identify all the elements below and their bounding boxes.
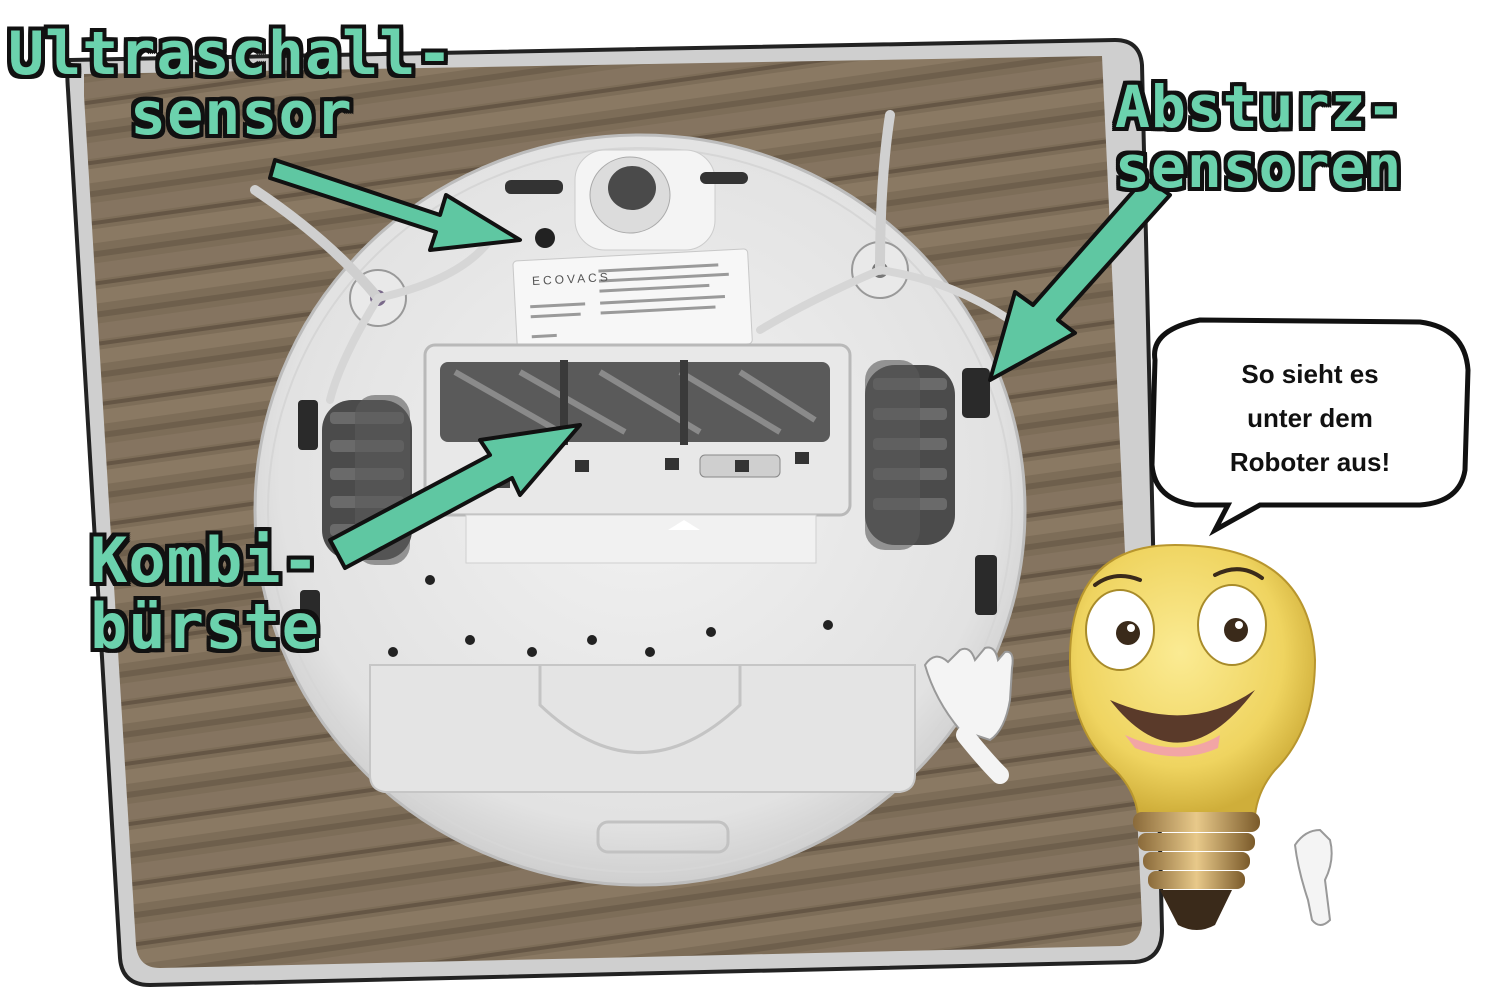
label-line: Kombi- [90, 524, 320, 597]
label-line: sensoren [1115, 133, 1403, 201]
speech-line: So sieht es [1241, 359, 1379, 389]
side-brush-right [756, 110, 1014, 334]
ultrasonic-sensor [535, 228, 555, 248]
label-cliff-sensors: Absturz- sensoren [1115, 78, 1402, 196]
speech-bubble-text: So sieht es unter dem Roboter aus! [1160, 352, 1460, 484]
light-bulb-mascot-icon [923, 543, 1333, 930]
cliff-sensors [298, 368, 997, 640]
label-combi-brush: Kombi- bürste [90, 530, 320, 658]
arrow-icon [268, 158, 1172, 570]
label-ultrasonic-sensor: Ultraschall- sensor [8, 24, 453, 144]
speech-bubble [1149, 317, 1471, 537]
side-brush-left [250, 185, 494, 404]
label-line: bürste [90, 590, 320, 663]
speech-line: Roboter aus! [1229, 447, 1391, 477]
label-line: Ultraschall- [8, 19, 454, 89]
wheel-right [865, 360, 955, 550]
speech-line: unter dem [1247, 403, 1373, 433]
label-line: sensor [130, 79, 353, 149]
label-line: Absturz- [1115, 73, 1403, 141]
